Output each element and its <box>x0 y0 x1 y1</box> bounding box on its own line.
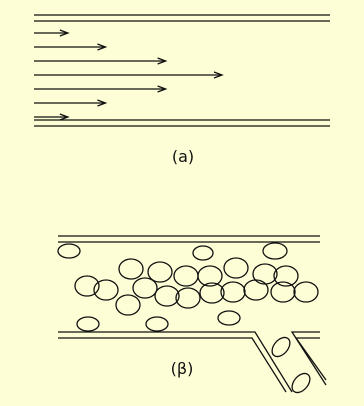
cell <box>132 277 158 299</box>
cell <box>252 263 278 285</box>
panel-b-vessel-with-cells <box>57 235 327 394</box>
panel-a-velocity-profile <box>34 14 330 127</box>
cell <box>270 281 296 303</box>
cell <box>175 287 201 309</box>
cell <box>220 281 246 303</box>
cell <box>147 261 173 283</box>
cell <box>223 257 249 279</box>
cell <box>243 279 269 301</box>
branch-right-wall-inner <box>290 331 327 386</box>
cell <box>145 316 169 332</box>
velocity-arrows <box>34 29 224 121</box>
branch-right-wall-outer <box>294 337 327 381</box>
cell <box>217 310 241 326</box>
cell <box>291 372 311 394</box>
velocity-arrow-1-head <box>59 29 70 37</box>
velocity-arrow-7-head <box>59 113 70 121</box>
panel-b-label: (β) <box>171 359 194 378</box>
cell <box>74 275 100 297</box>
cell <box>199 282 225 304</box>
cell <box>262 242 288 260</box>
cell <box>271 336 291 358</box>
cell <box>273 265 299 287</box>
velocity-arrow-4-head <box>213 71 224 79</box>
cell <box>293 281 319 303</box>
cell <box>154 285 180 307</box>
cell <box>197 265 223 287</box>
velocity-arrow-3-head <box>157 57 168 65</box>
velocity-arrow-5-head <box>157 85 168 93</box>
cell <box>192 245 214 261</box>
cell <box>173 265 199 287</box>
cell <box>76 316 100 332</box>
vessel-bottom-wall-outer <box>58 337 287 393</box>
cell <box>93 279 119 301</box>
vessel-bottom-wall-inner <box>58 331 293 393</box>
cell <box>57 243 81 259</box>
cell <box>115 294 141 316</box>
cell <box>118 258 144 280</box>
velocity-arrow-2-head <box>97 43 108 51</box>
panel-a-label: (a) <box>172 147 194 166</box>
velocity-arrow-6-head <box>97 99 108 107</box>
